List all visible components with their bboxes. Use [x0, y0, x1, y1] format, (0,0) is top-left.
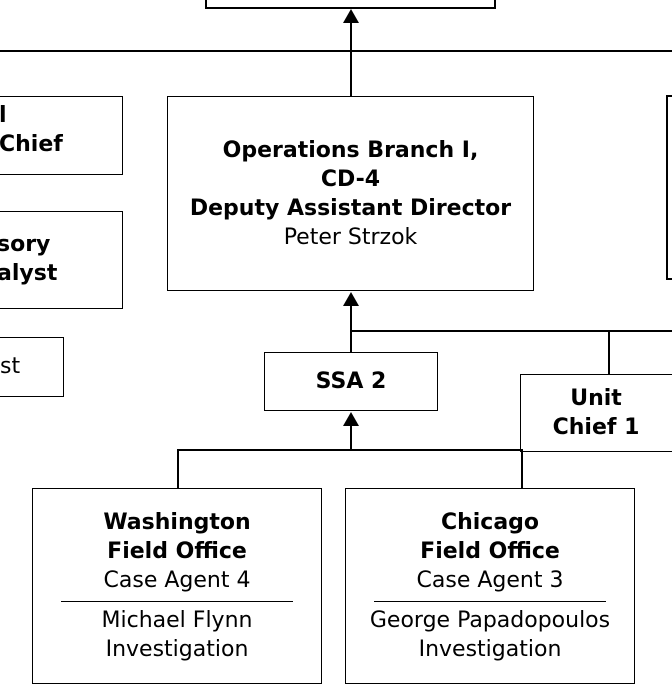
left-partial-region: l Chief sory alyst st	[0, 0, 130, 420]
left-partial-box-1-line2: Chief	[0, 132, 63, 157]
horizontal-branch-line	[0, 50, 672, 52]
ssa2-box: SSA 2	[264, 352, 438, 411]
unit-chief-1-box: Unit Chief 1	[520, 374, 672, 452]
unit-chief-1-line1: Unit	[570, 386, 622, 411]
chicago-name: Chicago	[440, 509, 540, 535]
chicago-divider	[374, 600, 606, 603]
ops-branch-title: Operations Branch I,	[222, 137, 479, 163]
ops-branch-person: Peter Strzok	[283, 224, 418, 250]
left-partial-box-1-line1: l	[0, 103, 7, 128]
ssa2-label: SSA 2	[315, 369, 387, 394]
washington-field-office-box: Washington Field Office Case Agent 4 Mic…	[32, 488, 322, 684]
right-partial-region	[660, 90, 672, 290]
left-partial-box-2: sory alyst	[0, 211, 123, 309]
washington-investigation-subject: Michael Flynn	[101, 608, 253, 634]
arrow-to-top-box	[343, 9, 359, 23]
operations-branch-box: Operations Branch I, CD-4 Deputy Assista…	[167, 96, 534, 291]
right-partial-box-bottom	[666, 278, 672, 280]
top-box-bottom-edge	[205, 7, 496, 9]
washington-case-agent: Case Agent 4	[103, 567, 251, 593]
connector-washington	[177, 449, 179, 489]
right-partial-box-top	[666, 95, 672, 97]
left-partial-box-3-line1: st	[0, 354, 21, 379]
chicago-case-agent: Case Agent 3	[416, 567, 564, 593]
left-partial-box-2-line1: sory	[0, 232, 51, 257]
branch-to-unit-chief	[350, 330, 672, 332]
right-partial-box-edge	[666, 95, 668, 279]
arrow-to-ssa2	[343, 412, 359, 426]
chicago-field-office-box: Chicago Field Office Case Agent 3 George…	[345, 488, 635, 684]
ops-branch-role: Deputy Assistant Director	[189, 195, 512, 221]
ops-branch-code: CD-4	[320, 166, 381, 192]
washington-name: Washington	[103, 509, 251, 535]
chicago-investigation-label: Investigation	[418, 637, 562, 663]
chicago-investigation-subject: George Papadopoulos	[369, 608, 611, 634]
connector-ops-to-top	[350, 22, 352, 97]
washington-investigation-label: Investigation	[105, 637, 249, 663]
connector-field-offices-to-ssa2	[350, 425, 352, 449]
connector-ssa2-to-ops	[350, 305, 352, 352]
washington-divider	[61, 600, 293, 603]
connector-chicago	[521, 449, 523, 489]
top-box-right-edge	[494, 0, 496, 8]
washington-office: Field Office	[107, 538, 247, 564]
arrow-to-ops-branch	[343, 292, 359, 306]
chicago-office: Field Office	[420, 538, 560, 564]
top-box-left-edge	[205, 0, 207, 8]
left-partial-box-3: st	[0, 337, 64, 397]
left-partial-box-1: l Chief	[0, 96, 123, 175]
unit-chief-1-line2: Chief 1	[552, 415, 640, 440]
connector-unit-chief	[608, 330, 610, 374]
field-office-branch-line	[177, 449, 522, 451]
left-partial-box-2-line2: alyst	[0, 261, 58, 286]
